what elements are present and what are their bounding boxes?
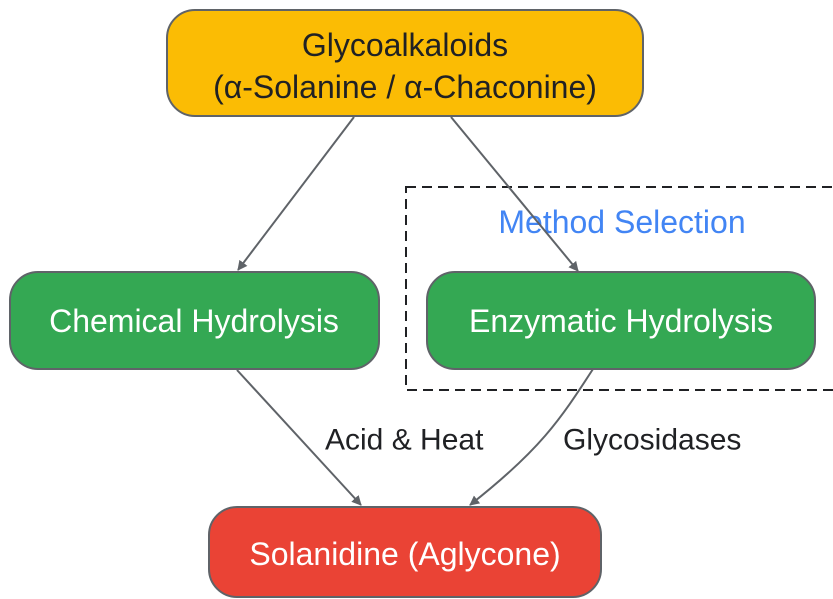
glycoalkaloids-subtitle: (α-Solanine / α-Chaconine) <box>213 69 597 105</box>
edge-label-glycosidases: Glycosidases <box>563 424 741 457</box>
node-chemical-hydrolysis: Chemical Hydrolysis <box>9 271 380 370</box>
edge-enzymatic-to-solanidine <box>469 368 594 506</box>
edge-glycoalkaloids-to-chemical <box>237 116 355 271</box>
edge-chemical-to-solanidine <box>236 369 362 506</box>
method-selection-cluster <box>405 186 833 391</box>
node-enzymatic-hydrolysis: Enzymatic Hydrolysis <box>426 271 816 370</box>
edge-label-acid-heat: Acid & Heat <box>325 424 484 457</box>
node-glycoalkaloids: Glycoalkaloids (α-Solanine / α-Chaconine… <box>166 9 644 117</box>
cluster-label-method-selection: Method Selection <box>498 204 745 240</box>
solanidine-label: Solanidine (Aglycone) <box>249 536 560 572</box>
chemical-hydrolysis-label: Chemical Hydrolysis <box>49 303 339 339</box>
glycoalkaloids-title: Glycoalkaloids <box>302 27 508 63</box>
enzymatic-hydrolysis-label: Enzymatic Hydrolysis <box>469 303 773 339</box>
edge-glycoalkaloids-to-enzymatic <box>450 116 579 272</box>
node-solanidine: Solanidine (Aglycone) <box>208 506 602 598</box>
